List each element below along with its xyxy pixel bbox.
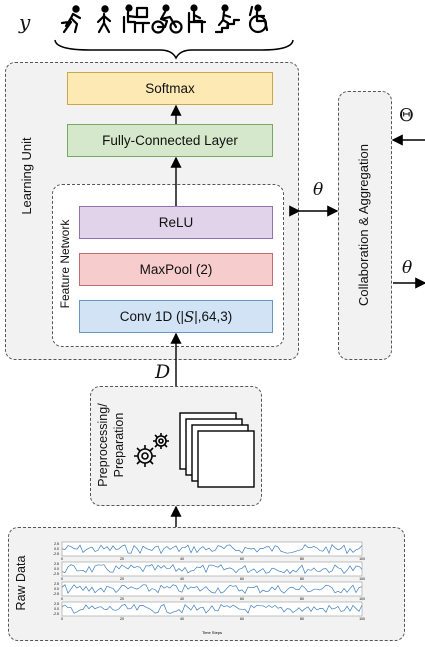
raw-data-signal [61, 584, 363, 594]
x-tick-label: 100 [359, 557, 365, 561]
conv-symbol: S [183, 307, 195, 326]
x-tick-label: 0 [61, 557, 63, 561]
y-tick-label: -2.5 [53, 572, 59, 576]
y-tick-label: 2.5 [54, 542, 59, 546]
running-icon [60, 5, 82, 34]
raw-data-signal [61, 543, 363, 555]
dataset-label: D [155, 361, 171, 383]
x-tick-label: 40 [180, 597, 184, 601]
raw-data-signal [61, 603, 363, 614]
x-tick-label: 80 [300, 597, 304, 601]
x-tick-label: 0 [61, 617, 63, 621]
stairs-icon [214, 4, 241, 34]
theta-in-label: Θ [399, 105, 414, 126]
theta-mid-label: θ [313, 180, 324, 200]
cycling-icon [151, 4, 183, 34]
gear-icon [134, 433, 169, 467]
relu-block: ReLU [79, 206, 273, 239]
y-tick-label: 0.0 [54, 587, 59, 591]
x-tick-label: 80 [300, 557, 304, 561]
x-tick-label: 20 [120, 617, 124, 621]
y-tick-label: 2.5 [54, 602, 59, 606]
conv1d-block: Conv 1D (|S|,64,3) [79, 300, 273, 333]
y-tick-label: 0.0 [54, 567, 59, 571]
raw-data-signal [61, 563, 363, 575]
activity-icons [54, 4, 294, 60]
maxpool-block: MaxPool (2) [79, 253, 273, 286]
x-tick-label: 100 [359, 617, 365, 621]
raw-data-strip [61, 581, 363, 597]
y-tick-label: -2.5 [53, 612, 59, 616]
x-tick-label: 60 [240, 577, 244, 581]
raw-data-strip [61, 601, 363, 617]
activity-brace [54, 39, 294, 60]
wheelchair-icon [248, 4, 269, 34]
x-tick-label: 60 [240, 617, 244, 621]
y-tick-label: 0.0 [54, 547, 59, 551]
x-tick-label: 60 [240, 557, 244, 561]
x-tick-label: 20 [120, 557, 124, 561]
x-tick-label: 20 [120, 577, 124, 581]
y-tick-label: 2.5 [54, 562, 59, 566]
x-tick-label: 40 [180, 557, 184, 561]
x-tick-label: 20 [120, 597, 124, 601]
theta-out-label: θ [402, 258, 413, 278]
conv-prefix: Conv 1D (| [119, 309, 184, 324]
data-stack-icon [179, 412, 255, 488]
x-tick-label: 0 [61, 577, 63, 581]
y-label: y [19, 10, 31, 34]
x-tick-label: 100 [359, 597, 365, 601]
y-tick-label: -2.5 [53, 592, 59, 596]
x-tick-label: 80 [300, 617, 304, 621]
fully-connected-block: Fully-Connected Layer [67, 124, 273, 157]
conv-suffix: |,64,3) [194, 309, 233, 324]
raw-data-strip [61, 541, 363, 557]
y-tick-label: 2.5 [54, 582, 59, 586]
x-tick-label: 60 [240, 597, 244, 601]
softmax-block: Softmax [67, 72, 273, 105]
x-tick-label: 80 [300, 577, 304, 581]
x-tick-label: 40 [180, 617, 184, 621]
x-tick-label: 100 [359, 577, 365, 581]
x-tick-label: 40 [180, 577, 184, 581]
y-tick-label: 0.0 [54, 607, 59, 611]
collaboration-box [338, 91, 392, 360]
x-tick-label: 0 [61, 597, 63, 601]
desk-work-icon [122, 4, 151, 34]
y-tick-label: -2.5 [53, 552, 59, 556]
sitting-icon [187, 4, 207, 34]
x-axis-label: Time Steps [202, 630, 222, 635]
walking-icon [96, 5, 112, 34]
